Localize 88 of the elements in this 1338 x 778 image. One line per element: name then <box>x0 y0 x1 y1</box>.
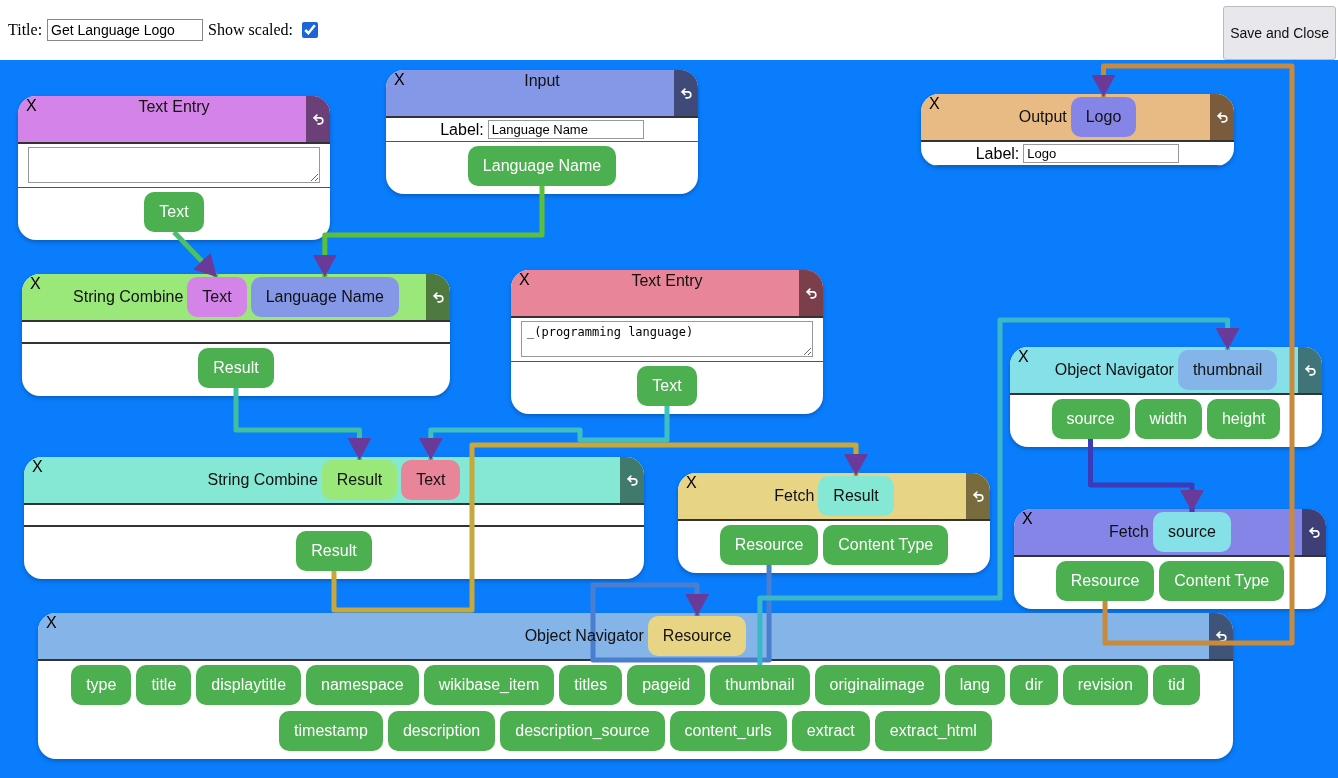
output-port: height <box>1206 399 1281 439</box>
output-port: Content Type <box>1159 561 1285 601</box>
input-port: Resource <box>647 616 747 656</box>
module-title: Text Entry <box>138 98 210 116</box>
close-button: X <box>26 97 37 115</box>
output-port: source <box>1051 399 1130 439</box>
output-port: Language Name <box>467 146 617 186</box>
title-input-field: Get Language Logo <box>47 19 204 41</box>
module-card <box>921 94 1234 166</box>
field-label: Label: <box>975 144 1020 163</box>
output-port: thumbnail <box>710 665 810 705</box>
module-card <box>678 473 990 573</box>
input-port: Result <box>321 460 398 500</box>
module-card <box>511 270 823 414</box>
output-port: wikibase_item <box>423 665 555 705</box>
connector-arrow <box>331 442 868 613</box>
close-button: X <box>394 71 405 89</box>
output-port: Text <box>637 366 697 406</box>
module-title: Fetch <box>774 487 815 505</box>
output-port: Result <box>198 348 274 388</box>
input-port: thumbnail <box>1177 350 1278 390</box>
close-button: X <box>1018 348 1029 366</box>
connector-arrow <box>312 186 545 277</box>
output-port: Result <box>296 531 372 571</box>
output-port: timestamp <box>279 711 383 751</box>
connector-arrow <box>418 406 670 460</box>
output-port: extract <box>791 711 870 751</box>
close-button: X <box>46 614 57 632</box>
output-port: revision <box>1062 665 1148 705</box>
field-label: Title: <box>8 21 43 39</box>
module-title: Output <box>1018 108 1067 126</box>
close-button: X <box>929 95 940 113</box>
output-port: displaytitle <box>196 665 302 705</box>
close-button: X <box>30 275 41 293</box>
save-close-button: Save and Close <box>1223 6 1336 60</box>
module-card <box>18 96 330 240</box>
output-port: Resource <box>1055 561 1155 601</box>
output-port: titles <box>559 665 623 705</box>
output-port: extract_html <box>874 711 992 751</box>
module-card <box>22 274 450 396</box>
output-port: Content Type <box>823 525 949 565</box>
close-button: X <box>32 458 43 476</box>
output-port: Text <box>144 192 204 232</box>
input-port: source <box>1153 512 1231 552</box>
input-port: Language Name <box>250 277 399 317</box>
text-input-field: _(programming language) <box>521 321 813 357</box>
module-card <box>1010 347 1322 447</box>
field-label: Label: <box>440 120 484 139</box>
output-port: lang <box>944 665 1005 705</box>
label-input-field: Logo <box>1023 144 1180 163</box>
output-port: dir <box>1010 665 1058 705</box>
output-port: pageid <box>627 665 706 705</box>
module-title: Object Navigator <box>524 627 644 645</box>
input-port: Logo <box>1070 97 1137 137</box>
connector-arrow <box>1088 439 1204 512</box>
output-port: description <box>387 711 496 751</box>
output-port: namespace <box>306 665 419 705</box>
connector-arrow <box>757 317 1240 665</box>
input-port: Text <box>187 277 247 317</box>
output-port: title <box>136 665 192 705</box>
output-port: content_urls <box>669 711 787 751</box>
output-port: width <box>1134 399 1202 439</box>
output-port: type <box>71 665 132 705</box>
module-card <box>24 457 644 579</box>
module-card <box>38 613 1233 759</box>
input-port: Result <box>818 476 894 516</box>
output-port: originalimage <box>814 665 940 705</box>
input-port: Text <box>401 460 461 500</box>
module-title: Input <box>524 72 560 90</box>
output-port: tid <box>1152 665 1200 705</box>
close-button: X <box>519 271 530 289</box>
field-label: Show scaled: <box>208 21 293 39</box>
module-card <box>1014 509 1326 609</box>
output-port: description_source <box>500 711 665 751</box>
connector-arrow <box>1091 63 1295 646</box>
connector-arrow <box>172 230 219 279</box>
connector-arrow <box>590 565 772 663</box>
close-button: X <box>1022 510 1033 528</box>
module-card <box>386 70 698 194</box>
label-input-field: Language Name <box>487 120 644 139</box>
connector-arrow <box>233 388 372 460</box>
output-port: Resource <box>719 525 819 565</box>
module-title: String Combine <box>207 471 318 489</box>
close-button: X <box>686 474 697 492</box>
module-title: Fetch <box>1108 523 1149 541</box>
module-title: Object Navigator <box>1054 361 1174 379</box>
module-title: Text Entry <box>631 272 703 290</box>
module-title: String Combine <box>73 288 184 306</box>
